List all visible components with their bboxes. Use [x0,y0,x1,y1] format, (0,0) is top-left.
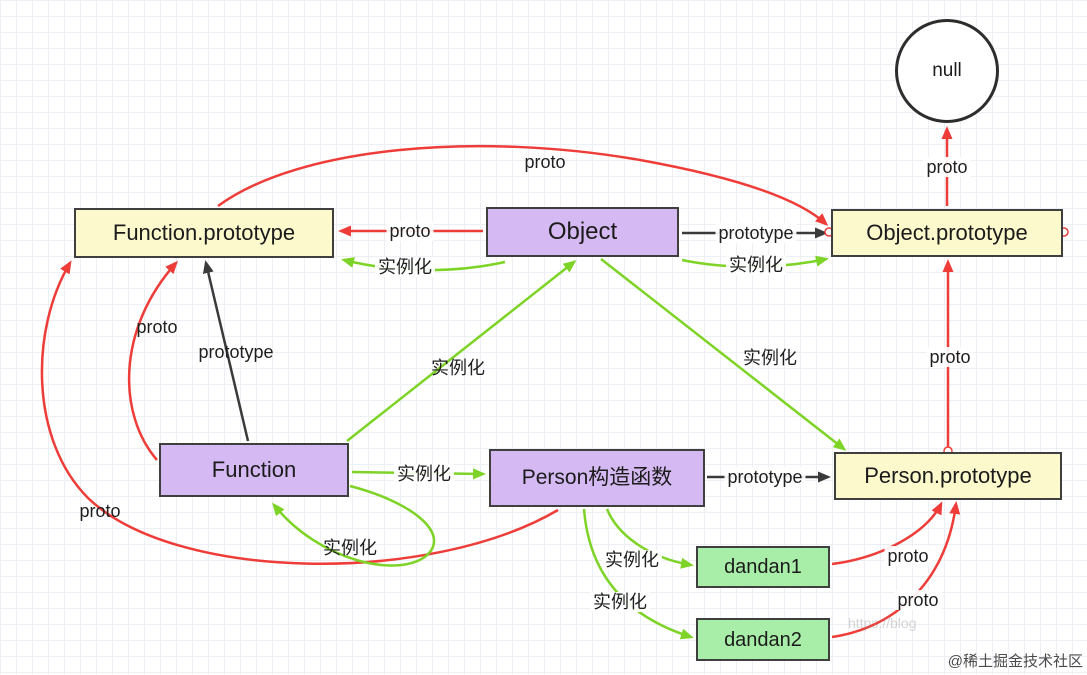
node-dandan1-label: dandan1 [724,556,802,578]
edge-label-e10-instantiate: 实例化 [743,348,797,368]
edge-label-e11-proto: proto [926,347,974,367]
edge-instantiate-personconstructor-to-dandan1 [605,508,694,569]
edge-instantiate-object-to-personprototype [600,258,847,451]
node-function-prototype-label: Function.prototype [112,219,296,245]
edge-label-e17-proto: proto [884,546,932,566]
node-dandan2-label: dandan2 [724,628,802,651]
edge-label-e12-instantiate: 实例化 [394,464,454,484]
edge-label-e9-instantiate: 实例化 [431,358,485,378]
watermark-url: https://blog [848,615,917,631]
edge-label-e18-proto: proto [894,590,942,610]
node-object-label: Object [547,217,618,245]
edge-instantiate-personconstructor-to-dandan2 [582,508,694,640]
edge-label-e3-proto: proto [386,221,434,241]
node-null: null [895,19,999,123]
node-person-constructor: Person构造函数 [489,449,705,507]
edge-label-e1-proto: proto [923,157,971,177]
node-function: Function [159,443,349,497]
edge-label-e16-instantiate: 实例化 [590,592,650,612]
node-function-label: Function [211,456,297,482]
edge-label-e14-instantiate: 实例化 [323,538,377,558]
edge-proto-dandan1-to-personprototype [831,501,943,566]
edge-instantiate-function-to-object [346,260,577,442]
node-person-prototype: Person.prototype [834,452,1062,500]
node-object: Object [486,207,679,257]
edge-label-e7-proto: proto [136,317,178,337]
edge-label-e13-prototype: prototype [724,467,806,487]
edge-label-e15-instantiate: 实例化 [602,550,662,570]
edge-prototype-function-to-functionprototype [202,260,250,442]
edge-proto-function-to-functionprototype [127,260,178,461]
node-dandan2: dandan2 [696,618,830,661]
watermark-credit: @稀土掘金技术社区 [947,653,1083,670]
edge-proto-functionprototype-to-objectprototype [217,144,829,227]
edge-label-e8-prototype: prototype [198,342,274,362]
edge-label-e4-prototype: prototype [715,223,797,243]
edge-label-e2-proto: proto [524,152,566,172]
node-person-constructor-label: Person构造函数 [521,466,673,490]
node-dandan1: dandan1 [696,546,830,588]
node-function-prototype: Function.prototype [74,208,334,258]
edge-label-e5-instantiate: 实例化 [375,257,435,277]
node-object-prototype-label: Object.prototype [866,219,1028,245]
node-person-prototype-label: Person.prototype [864,462,1032,488]
edge-label-e19-proto: proto [79,501,121,521]
edge-label-e6-instantiate: 实例化 [726,255,786,275]
node-object-prototype: Object.prototype [831,209,1063,257]
node-null-label: null [932,59,962,81]
edge-instantiate-function-self-loop [272,484,436,567]
